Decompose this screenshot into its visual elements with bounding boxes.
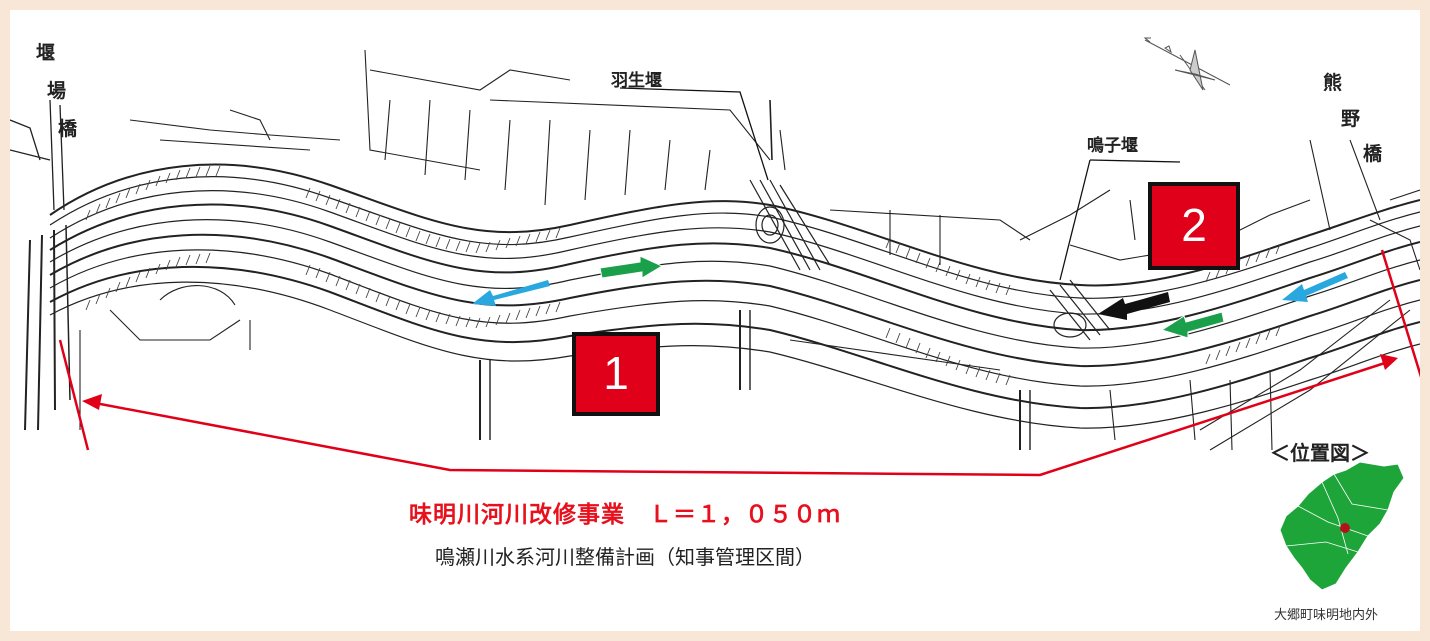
section-extent-lines xyxy=(58,249,1420,477)
left-bridge-structure xyxy=(10,99,71,431)
end-boundary-line xyxy=(1380,249,1420,378)
slope-hatching xyxy=(85,165,1281,386)
right-bridge-label-char-1: 熊 xyxy=(1323,72,1343,94)
location-map-title: ＜位置図＞ xyxy=(1270,441,1370,465)
lower-parcels xyxy=(79,285,1411,451)
naruko-label-underline xyxy=(1089,159,1181,163)
section-1-marker: 1 xyxy=(572,332,660,416)
project-title: 味明川河川改修事業 Ｌ＝１，０５０ｍ xyxy=(409,502,841,528)
location-marker xyxy=(1340,523,1350,533)
hanyu-leader-line xyxy=(619,87,769,181)
naruko-weir-label: 鳴子堰 xyxy=(1087,136,1138,156)
left-bridge-label-char-2: 場 xyxy=(47,80,67,102)
flow-arrow-green-1 xyxy=(599,255,664,279)
extent-arrow-line xyxy=(94,360,1389,477)
flow-arrow-black xyxy=(1098,292,1170,320)
left-bridge-label-char-1: 堰 xyxy=(36,42,56,64)
naruko-leader-line xyxy=(1059,159,1091,281)
flow-arrow-blue-1 xyxy=(472,280,550,306)
hanyu-weir-label: 羽生堰 xyxy=(611,71,662,91)
river-plan-map: 堰 場 橋 熊 野 橋 羽生堰 鳴子堰 1 2 xyxy=(10,10,1420,631)
start-boundary-line xyxy=(58,339,90,451)
left-bridge-label-char-3: 橋 xyxy=(58,118,78,140)
north-compass-icon xyxy=(1143,37,1231,91)
river-plan-drawing xyxy=(10,37,1420,477)
section-2-marker: 2 xyxy=(1148,182,1240,270)
hanyu-weir-structure xyxy=(749,179,831,271)
extent-arrowheads xyxy=(82,354,1398,410)
location-map-inset xyxy=(1279,461,1405,591)
flow-arrow-green-2 xyxy=(1160,311,1225,339)
naruko-weir-structure xyxy=(1049,279,1111,341)
right-bridge-label-char-2: 野 xyxy=(1341,108,1361,130)
river-channel-lines xyxy=(49,163,1420,429)
plan-subtitle: 鳴瀬川水系河川整備計画（知事管理区間） xyxy=(435,545,815,569)
flow-arrow-blue-2 xyxy=(1282,272,1348,302)
location-map-caption: 大郷町味明地内外 xyxy=(1274,608,1379,623)
right-bridge-label-char-3: 橋 xyxy=(1363,143,1383,165)
